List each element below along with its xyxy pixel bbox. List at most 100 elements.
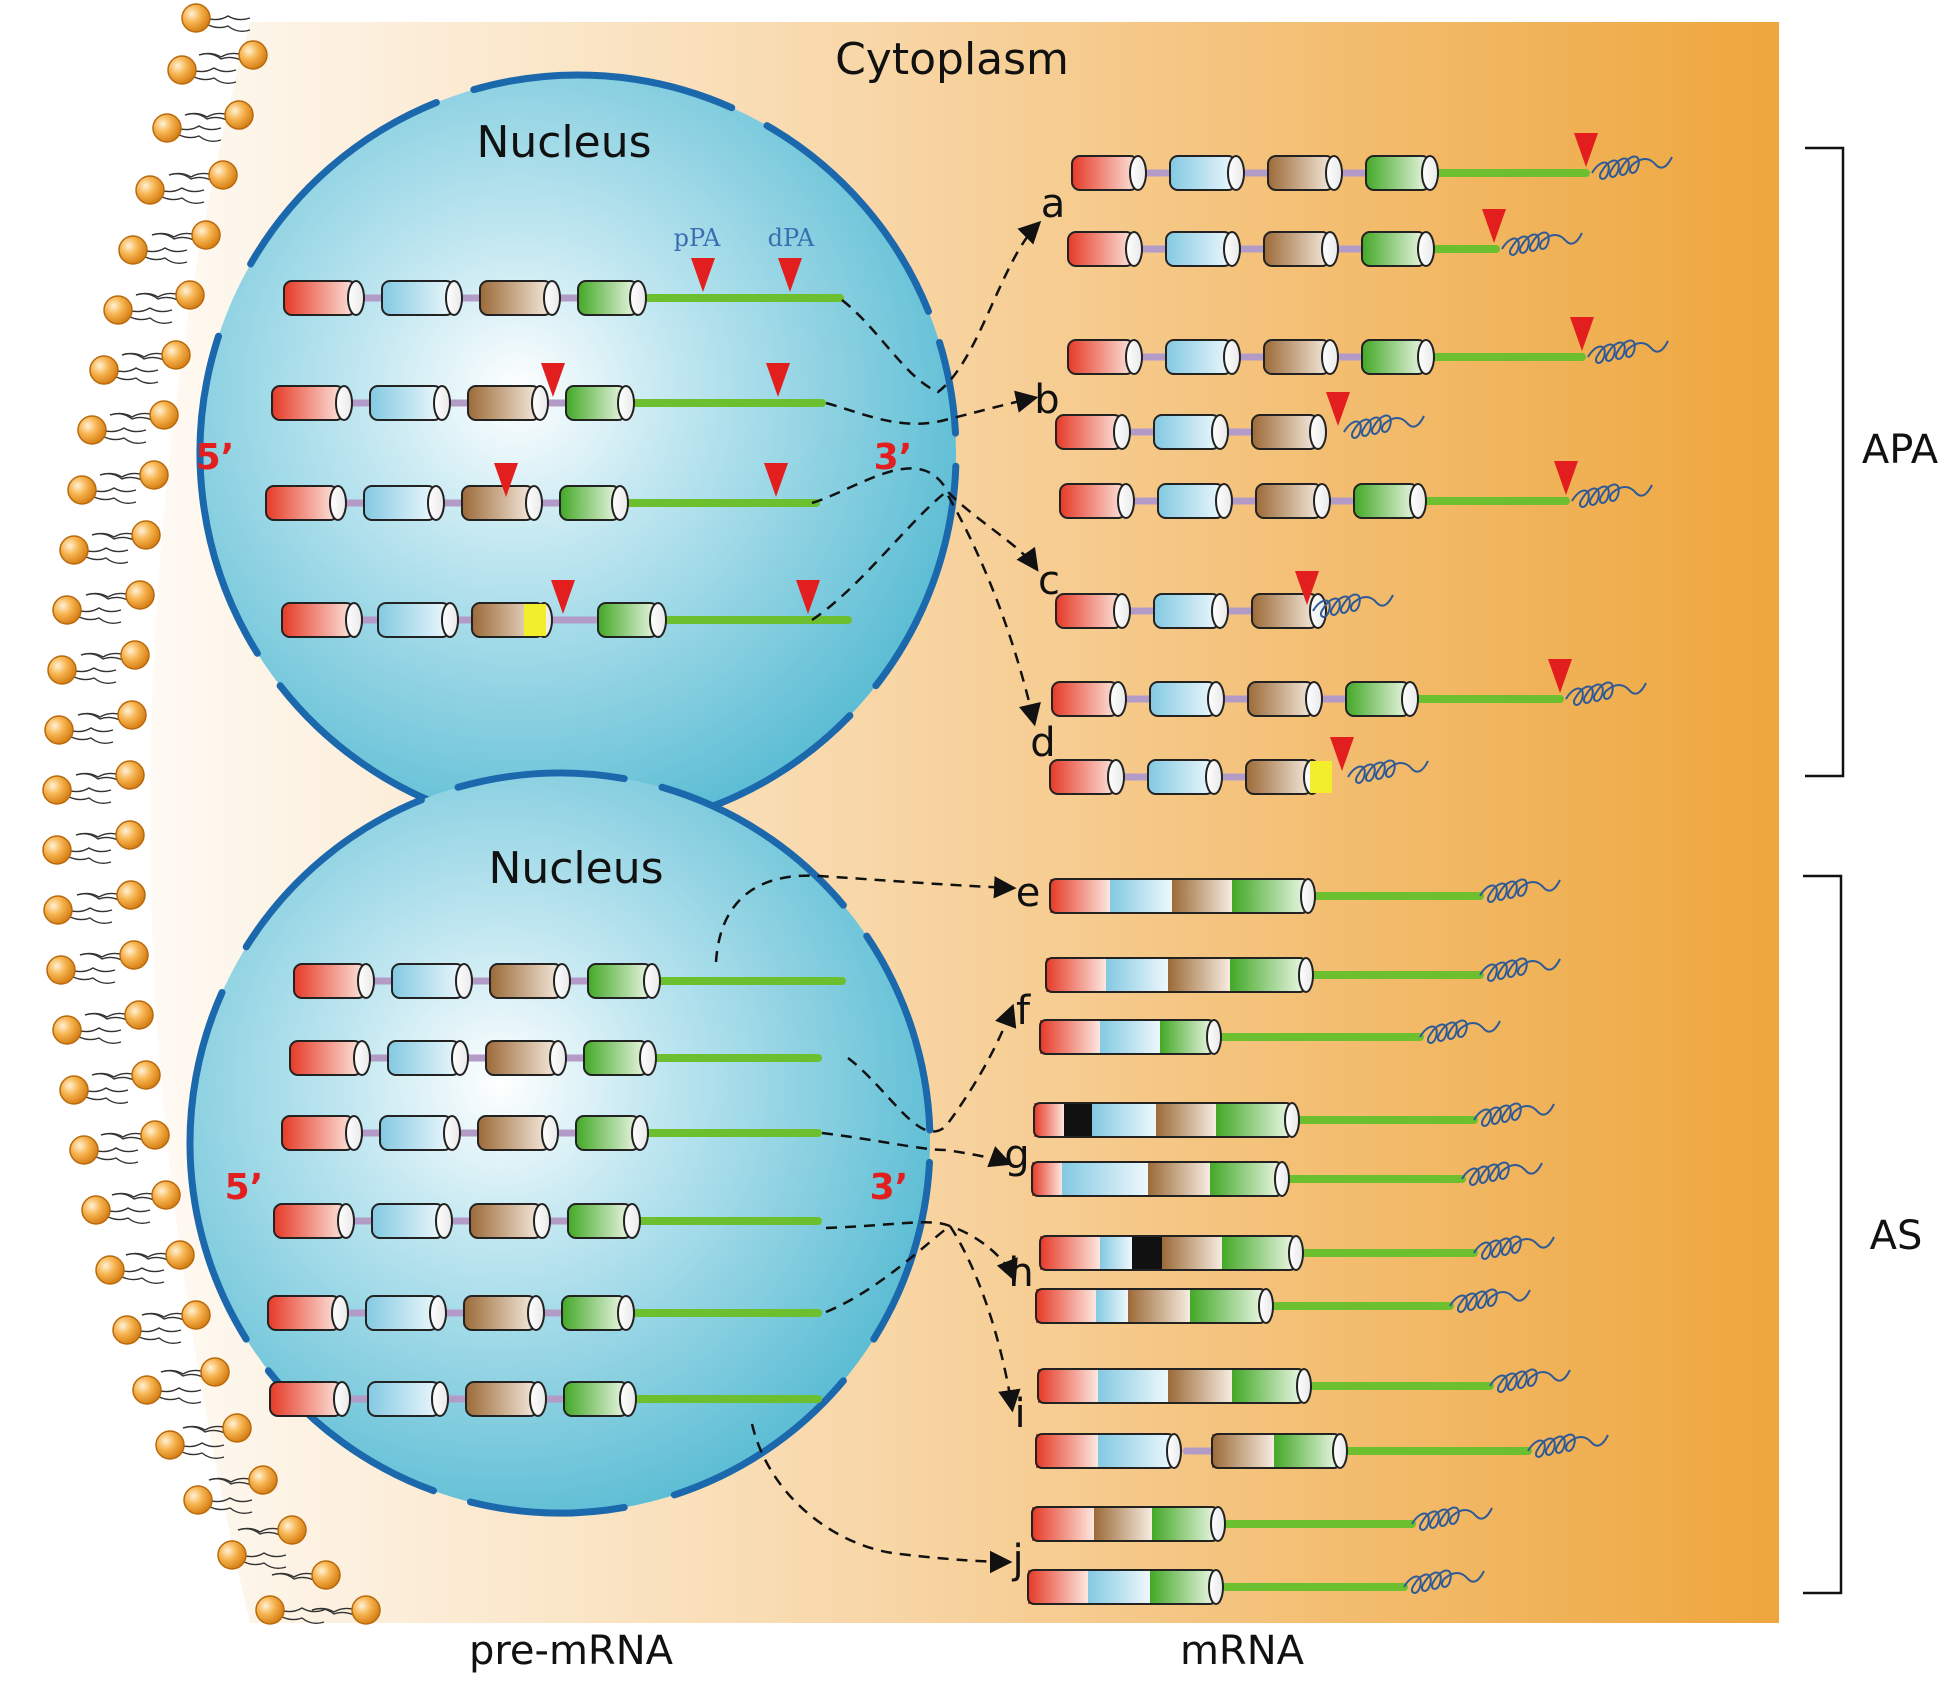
pre-mrna-label: pre-mRNA <box>469 1628 674 1674</box>
pre-mrna-top-4 <box>281 580 852 638</box>
mrna-g-1 <box>1033 1102 1555 1138</box>
five-prime-top: 5’ <box>196 437 235 478</box>
mrna-pair-c-long <box>1059 461 1653 519</box>
dpa-label: dPA <box>768 224 815 252</box>
processing-arrows <box>714 220 1042 1574</box>
poly-a-tail <box>1411 1506 1493 1531</box>
arrow-b <box>825 390 1039 425</box>
as-label: AS <box>1870 1213 1923 1259</box>
mrna-pair-a-short <box>1067 209 1583 267</box>
pa-site-marker <box>796 580 820 614</box>
poly-a-tail <box>1347 759 1429 784</box>
pre-mrna-bottom-5 <box>267 1295 822 1331</box>
pre-mrna-bottom-4 <box>273 1203 822 1239</box>
pa-site-marker <box>1330 737 1354 771</box>
poly-a-tail <box>1449 1288 1531 1313</box>
pre-mrna-bottom-2 <box>289 1040 822 1076</box>
mrna-pair-b-short <box>1055 392 1425 450</box>
black-segment <box>1132 1236 1162 1270</box>
poly-a-tail <box>1343 414 1425 439</box>
mrna-e <box>1049 878 1561 914</box>
arrow-i <box>825 1224 1021 1413</box>
letter-e: e <box>1016 870 1041 916</box>
as-bracket <box>1803 874 1843 1595</box>
pa-site-marker <box>1554 461 1578 495</box>
arrow-a <box>841 220 1042 394</box>
mrna-j-1 <box>1031 1506 1493 1542</box>
pre-mrna-top-3 <box>265 463 820 521</box>
nucleus-top <box>196 71 960 835</box>
poly-a-tail <box>1479 957 1561 982</box>
letter-i: i <box>1014 1391 1025 1437</box>
highlighted-region <box>524 604 546 636</box>
rna-molecules <box>265 133 1673 1605</box>
pa-site-marker <box>1482 209 1506 243</box>
mrna-label: mRNA <box>1180 1628 1305 1674</box>
mrna-pair-d-short <box>1049 737 1429 795</box>
letter-f: f <box>1016 988 1031 1034</box>
ppa-label: pPA <box>674 224 721 252</box>
apa-bracket <box>1805 146 1845 778</box>
three-prime-bottom: 3’ <box>870 1167 909 1208</box>
letter-b: b <box>1034 377 1059 423</box>
pa-site-marker <box>764 463 788 497</box>
poly-a-tail <box>1591 155 1673 180</box>
mrna-pair-c-short <box>1055 571 1394 629</box>
poly-a-tail <box>1565 681 1647 706</box>
mrna-h-2 <box>1035 1288 1531 1324</box>
letter-h: h <box>1008 1250 1033 1296</box>
mrna-pair-a-long <box>1071 133 1673 191</box>
pre-mrna-bottom-1 <box>293 963 846 999</box>
poly-a-tail <box>1473 1102 1555 1127</box>
poly-a-tail <box>1587 339 1669 364</box>
arrow-f <box>847 1003 1017 1133</box>
pa-site-marker <box>1574 133 1598 167</box>
poly-a-tail <box>1501 231 1583 256</box>
letter-c: c <box>1038 558 1060 604</box>
pre-mrna-top-2 <box>271 363 826 421</box>
pa-site-marker <box>1548 659 1572 693</box>
arrow-h <box>825 1221 1018 1283</box>
poly-a-tail <box>1419 1019 1501 1044</box>
five-prime-bottom: 5’ <box>225 1167 264 1208</box>
pre-mrna-top-1 <box>283 258 844 316</box>
arrow-c <box>811 467 1039 572</box>
mrna-i-1 <box>1037 1368 1571 1404</box>
three-prime-top: 3’ <box>874 437 913 478</box>
nucleus-label-bottom: Nucleus <box>488 843 663 894</box>
lipid-bilayer-membrane <box>42 3 381 1625</box>
poly-a-tail <box>1473 1235 1555 1260</box>
mrna-pair-d-long <box>1051 659 1647 717</box>
mrna-j-2 <box>1027 1569 1485 1605</box>
mrna-g-2 <box>1031 1161 1543 1197</box>
pa-site-marker <box>766 363 790 397</box>
letter-a: a <box>1041 181 1066 227</box>
pa-site-marker <box>494 463 518 497</box>
poly-a-tail <box>1461 1161 1543 1186</box>
poly-a-tail <box>1489 1368 1571 1393</box>
mrna-pair-b-long <box>1067 317 1669 375</box>
pa-site-marker <box>551 580 575 614</box>
black-segment <box>1064 1103 1092 1137</box>
mrna-f-1 <box>1045 957 1561 993</box>
arrow-e <box>714 874 1017 963</box>
pre-mrna-bottom-6 <box>269 1381 822 1417</box>
poly-a-tail <box>1527 1433 1609 1458</box>
pa-site-marker <box>1326 392 1350 426</box>
poly-a-tail <box>1479 878 1561 903</box>
poly-a-tail <box>1571 483 1653 508</box>
apa-label: APA <box>1862 427 1939 473</box>
letter-d: d <box>1030 720 1055 766</box>
pa-site-marker <box>778 258 802 292</box>
arrow-j <box>750 1423 1013 1574</box>
pa-site-marker <box>1570 317 1594 351</box>
arrow-g <box>821 1131 1013 1168</box>
pre-mrna-bottom-3 <box>281 1115 822 1151</box>
letter-j: j <box>1011 1537 1023 1583</box>
pa-site-marker <box>691 258 715 292</box>
pa-site-marker <box>1295 571 1319 605</box>
mrna-h-1 <box>1039 1235 1555 1271</box>
letter-g: g <box>1004 1132 1029 1178</box>
